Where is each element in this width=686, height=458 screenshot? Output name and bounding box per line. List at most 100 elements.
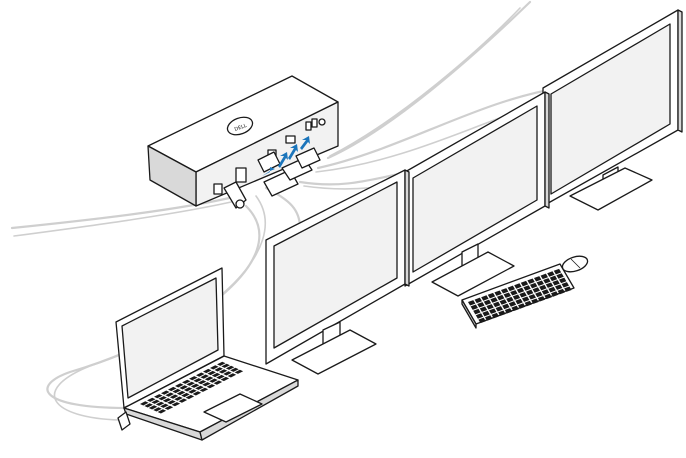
key: [204, 376, 214, 381]
monitor-right: [542, 9, 683, 211]
key: [534, 276, 542, 282]
key: [171, 402, 181, 407]
key: [190, 383, 200, 388]
key: [540, 273, 548, 280]
key: [182, 379, 191, 384]
key: [519, 292, 527, 298]
key: [181, 392, 190, 398]
key: [167, 400, 176, 405]
key: [220, 376, 230, 382]
key: [483, 299, 492, 306]
key: [160, 403, 169, 408]
key: [493, 301, 501, 308]
arrow-icon: [278, 152, 288, 168]
key: [195, 385, 204, 390]
key: [503, 292, 511, 298]
key: [192, 391, 202, 396]
key: [478, 317, 486, 324]
key: [218, 369, 228, 374]
key: [537, 296, 546, 302]
key: [523, 285, 531, 291]
key: [196, 372, 205, 377]
key: [543, 278, 551, 284]
key: [497, 294, 505, 301]
key: [209, 378, 218, 383]
key: [185, 394, 195, 400]
key: [213, 380, 223, 385]
arrow-icon: [288, 144, 298, 160]
key: [164, 405, 174, 410]
monitor-center: [404, 91, 550, 297]
key: [193, 378, 202, 383]
key: [223, 371, 232, 376]
key: [548, 286, 556, 293]
key: [544, 293, 552, 300]
key: [230, 367, 239, 372]
key: [203, 368, 212, 374]
key: [157, 409, 167, 414]
keyboard: [461, 263, 575, 329]
key: [154, 394, 163, 399]
key: [202, 382, 211, 387]
mouse: [561, 255, 589, 273]
cable-power-left-2: [13, 199, 241, 237]
key: [556, 273, 564, 279]
key: [549, 275, 558, 282]
key: [183, 387, 193, 392]
key: [553, 268, 562, 275]
keyboard-keys: [468, 268, 572, 324]
arrow-icon: [300, 136, 310, 150]
key: [479, 306, 488, 312]
laptop: [115, 267, 299, 441]
key: [210, 365, 219, 370]
key: [501, 288, 509, 294]
key: [188, 389, 197, 394]
key: [551, 291, 559, 297]
key: [140, 401, 149, 406]
key: [161, 390, 170, 395]
key: [528, 294, 536, 300]
key: [473, 308, 481, 315]
key: [498, 310, 506, 316]
key: [559, 277, 567, 284]
key: [485, 315, 493, 321]
connection-arrows: [262, 136, 310, 176]
key: [536, 280, 544, 286]
key: [527, 278, 535, 284]
key: [147, 397, 156, 402]
key: [489, 308, 497, 314]
key: [515, 298, 523, 305]
cable-to-right-monitor: [316, 86, 562, 170]
key: [520, 280, 529, 287]
key: [494, 290, 502, 296]
key: [495, 306, 503, 312]
key: [481, 295, 489, 301]
cable-dock-laptop-2: [53, 195, 267, 421]
svg-text:DELL: DELL: [234, 123, 248, 133]
key: [504, 308, 513, 314]
laptop-keys: [140, 361, 244, 414]
key: [502, 303, 510, 310]
key: [162, 398, 172, 403]
key: [532, 287, 540, 293]
key: [221, 363, 230, 368]
key: [144, 403, 153, 408]
cable-power-left: [10, 194, 240, 230]
key: [175, 383, 184, 388]
key: [486, 304, 494, 310]
key: [178, 398, 188, 403]
key: [552, 280, 560, 286]
key: [189, 376, 198, 381]
key: [155, 401, 165, 406]
key: [468, 300, 476, 306]
key: [470, 304, 478, 310]
key: [564, 286, 572, 292]
key: [487, 292, 496, 299]
key: [491, 312, 499, 319]
key: [545, 282, 554, 288]
docking-station: DELL: [147, 75, 339, 209]
key: [506, 296, 514, 303]
key: [510, 290, 518, 296]
key: [211, 372, 221, 378]
